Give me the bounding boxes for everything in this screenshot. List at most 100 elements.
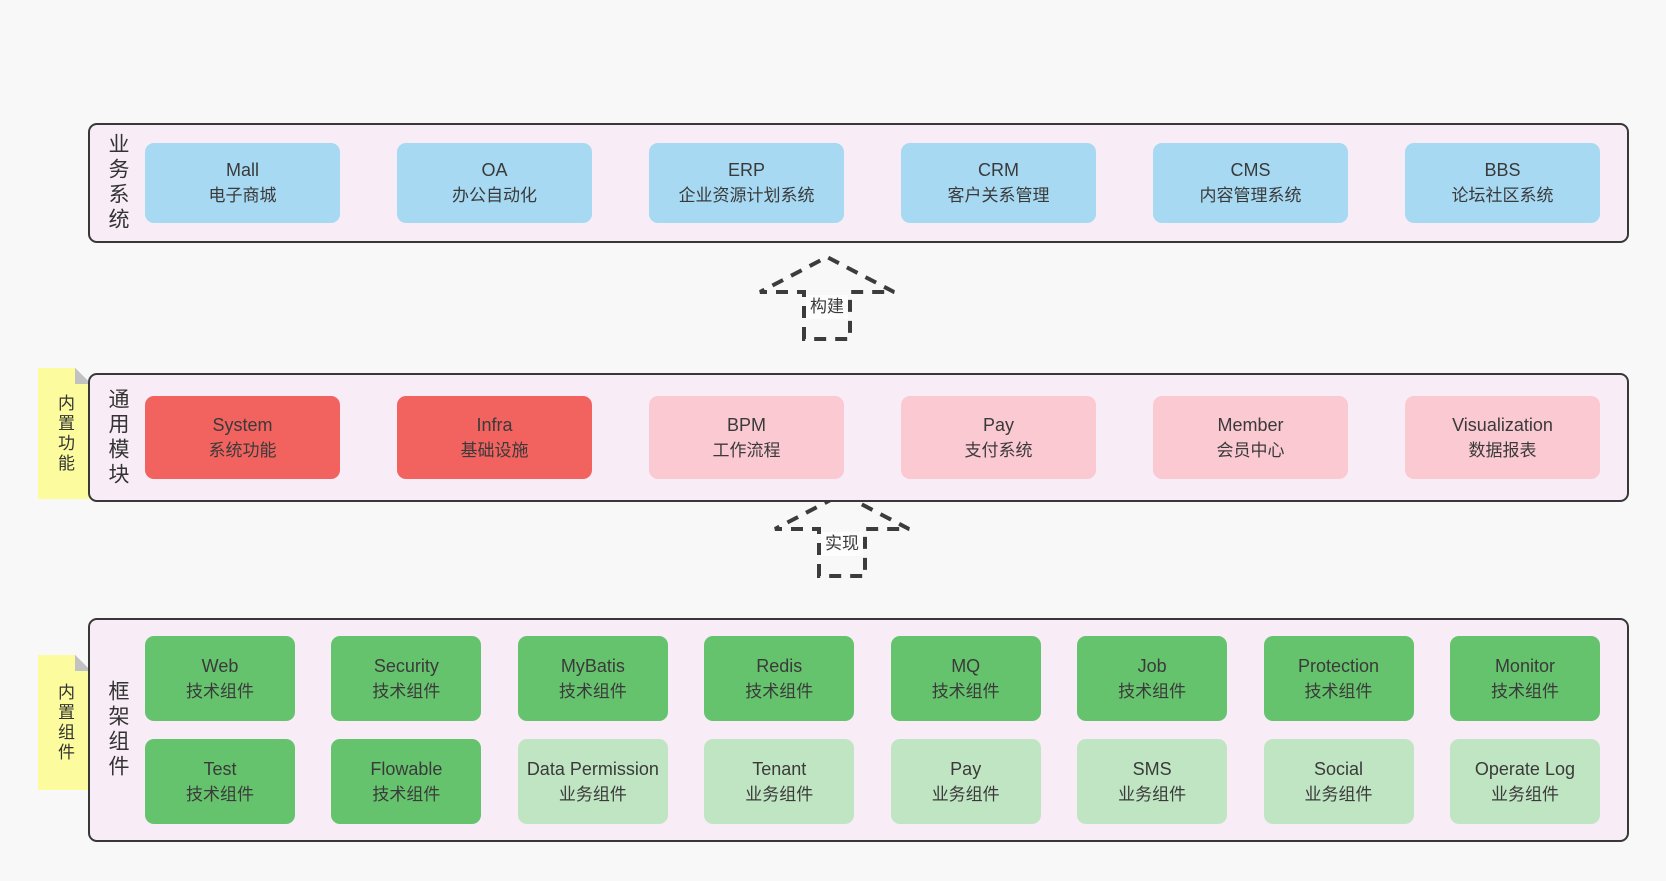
box-bpm: BPM 工作流程 <box>649 396 844 479</box>
box-infra: Infra 基础设施 <box>397 396 592 479</box>
box-subtitle: 技术组件 <box>931 681 1000 701</box>
box-subtitle: 技术组件 <box>372 784 441 804</box>
up-arrow-icon <box>759 255 895 341</box>
box-subtitle: 系统功能 <box>208 440 277 460</box>
box-system: System 系统功能 <box>145 396 340 479</box>
implement-arrow-label: 实现 <box>821 532 863 556</box>
panel-title: 通用模块 <box>90 375 145 500</box>
box-security: Security 技术组件 <box>331 636 482 721</box>
box-subtitle: 业务组件 <box>1490 784 1559 804</box>
components-row-1: Web 技术组件 Security 技术组件 MyBatis 技术组件 Redi… <box>145 636 1627 721</box>
box-title: ERP <box>727 160 765 180</box>
box-subtitle: 工作流程 <box>712 440 781 460</box>
box-monitor: Monitor 技术组件 <box>1449 636 1600 721</box>
box-title: Operate Log <box>1474 758 1575 779</box>
components-rows: Web 技术组件 Security 技术组件 MyBatis 技术组件 Redi… <box>145 636 1627 824</box>
box-title: Job <box>1137 655 1167 676</box>
box-job: Job 技术组件 <box>1077 636 1228 721</box>
box-subtitle: 内容管理系统 <box>1199 186 1302 205</box>
box-title: Redis <box>756 655 803 676</box>
panel-title: 业务系统 <box>90 125 145 241</box>
box-title: Data Permission <box>526 758 659 779</box>
box-title: Mall <box>225 160 259 180</box>
box-sms: SMS 业务组件 <box>1077 739 1228 824</box>
components-panel-label: 框架组件 <box>106 680 129 780</box>
box-title: Visualization <box>1452 414 1553 435</box>
box-title: MQ <box>951 655 981 676</box>
box-pay-module: Pay 支付系统 <box>901 396 1096 479</box>
box-subtitle: 业务组件 <box>931 784 1000 804</box>
build-arrow-label: 构建 <box>806 295 848 319</box>
box-subtitle: 基础设施 <box>460 440 529 460</box>
box-title: Security <box>373 655 439 676</box>
components-row-2: Test 技术组件 Flowable 技术组件 Data Permission … <box>145 739 1627 824</box>
box-subtitle: 业务组件 <box>745 784 814 804</box>
box-cms: CMS 内容管理系统 <box>1153 143 1348 223</box>
box-tenant: Tenant 业务组件 <box>704 739 855 824</box>
box-subtitle: 业务组件 <box>1118 784 1187 804</box>
box-subtitle: 数据报表 <box>1468 440 1537 460</box>
box-title: Monitor <box>1494 655 1555 676</box>
box-web: Web 技术组件 <box>145 636 295 721</box>
box-subtitle: 办公自动化 <box>452 186 537 205</box>
box-visualization: Visualization 数据报表 <box>1405 396 1600 479</box>
box-subtitle: 支付系统 <box>964 440 1033 460</box>
box-mq: MQ 技术组件 <box>890 636 1041 721</box>
business-boxes-row: Mall 电子商城 OA 办公自动化 ERP 企业资源计划系统 CRM 客户关系… <box>145 143 1627 223</box>
box-social: Social 业务组件 <box>1263 739 1414 824</box>
box-title: Web <box>201 655 239 676</box>
box-title: Infra <box>476 414 513 435</box>
box-subtitle: 业务组件 <box>1304 784 1373 804</box>
box-erp: ERP 企业资源计划系统 <box>649 143 844 223</box>
business-panel-label: 业务系统 <box>106 133 129 233</box>
box-title: BBS <box>1484 160 1521 180</box>
box-subtitle: 技术组件 <box>1304 681 1373 701</box>
box-title: OA <box>481 160 508 180</box>
box-subtitle: 技术组件 <box>186 784 254 804</box>
box-bbs: BBS 论坛社区系统 <box>1405 143 1600 223</box>
box-subtitle: 技术组件 <box>558 681 627 701</box>
modules-boxes-row: System 系统功能 Infra 基础设施 BPM 工作流程 Pay 支付系统… <box>145 396 1627 479</box>
box-member: Member 会员中心 <box>1153 396 1348 479</box>
implement-arrow: 实现 <box>772 492 912 578</box>
box-title: MyBatis <box>560 655 625 676</box>
box-protection: Protection 技术组件 <box>1263 636 1414 721</box>
folded-corner-icon <box>75 368 91 384</box>
modules-panel-label: 通用模块 <box>106 387 129 488</box>
folded-corner-icon <box>75 655 91 671</box>
build-arrow: 构建 <box>757 255 897 341</box>
box-title: SMS <box>1132 758 1172 779</box>
box-subtitle: 企业资源计划系统 <box>678 186 815 205</box>
box-redis: Redis 技术组件 <box>704 636 855 721</box>
box-title: Tenant <box>752 758 807 779</box>
box-subtitle: 论坛社区系统 <box>1451 186 1554 205</box>
box-title: BPM <box>726 414 766 435</box>
box-subtitle: 会员中心 <box>1216 440 1285 460</box>
box-subtitle: 业务组件 <box>558 784 627 804</box>
box-title: Test <box>203 758 237 779</box>
box-title: Pay <box>982 414 1015 435</box>
box-subtitle: 客户关系管理 <box>947 186 1050 205</box>
box-title: System <box>212 414 273 435</box>
box-data-permission: Data Permission 业务组件 <box>517 739 668 824</box>
box-title: Pay <box>950 758 982 779</box>
box-flowable: Flowable 技术组件 <box>331 739 482 824</box>
framework-components-panel: 框架组件 Web 技术组件 Security 技术组件 MyBatis 技术组件… <box>88 618 1629 842</box>
panel-title: 框架组件 <box>90 620 145 840</box>
box-mybatis: MyBatis 技术组件 <box>517 636 668 721</box>
box-subtitle: 技术组件 <box>1490 681 1559 701</box>
box-test: Test 技术组件 <box>145 739 295 824</box>
box-subtitle: 技术组件 <box>186 681 254 701</box>
builtin-features-note-label: 内置功能 <box>55 393 74 474</box>
box-mall: Mall 电子商城 <box>145 143 340 223</box>
builtin-features-note: 内置功能 <box>38 368 91 499</box>
box-oa: OA 办公自动化 <box>397 143 592 223</box>
box-subtitle: 技术组件 <box>1118 681 1187 701</box>
box-subtitle: 电子商城 <box>208 186 277 205</box>
box-subtitle: 技术组件 <box>745 681 814 701</box>
box-title: CMS <box>1230 160 1271 180</box>
builtin-components-note: 内置组件 <box>38 655 91 790</box>
box-subtitle: 技术组件 <box>372 681 441 701</box>
business-systems-panel: 业务系统 Mall 电子商城 OA 办公自动化 ERP 企业资源计划系统 CRM… <box>88 123 1629 243</box>
